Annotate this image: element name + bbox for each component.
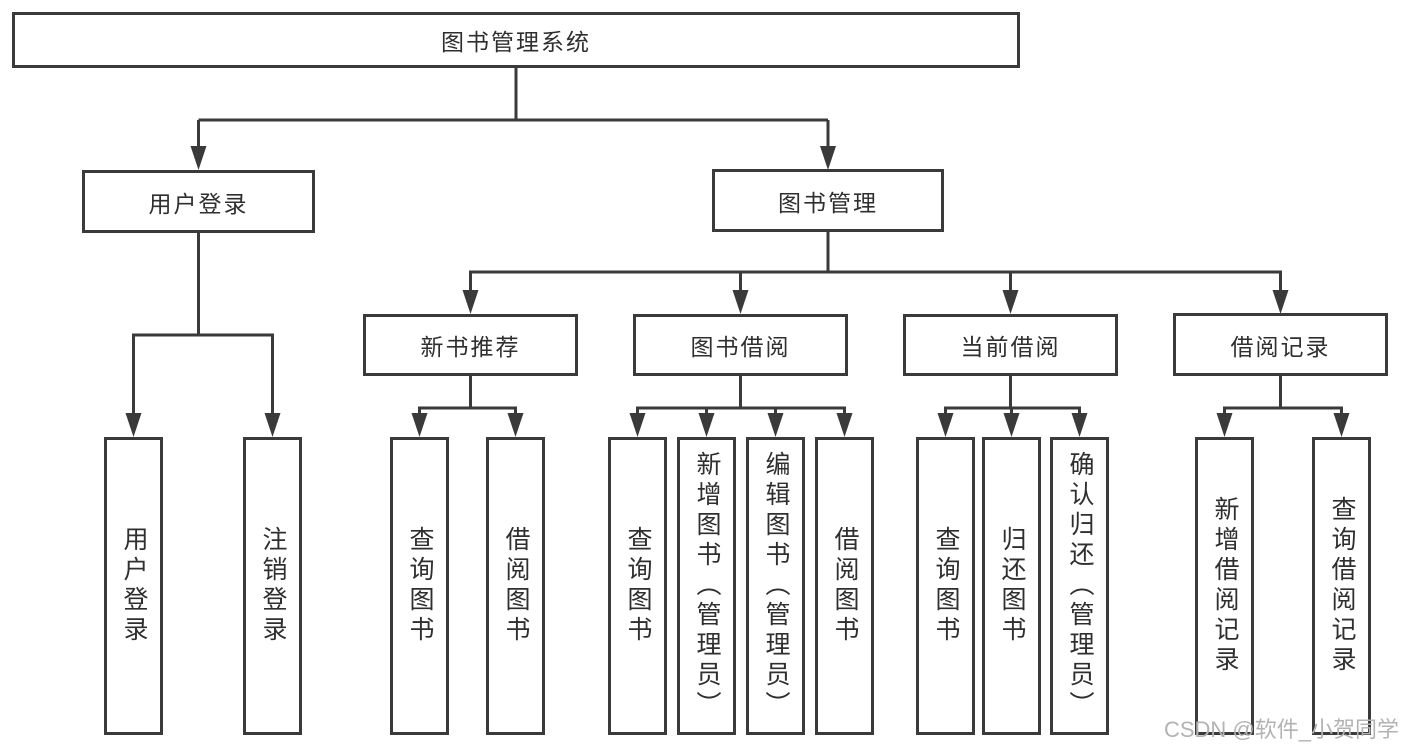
leaf-user-login: 用户登录 [104,437,163,735]
leaf-edit-books-admin: 编辑图书（管理员） [746,437,805,735]
leaf-return-books: 归还图书 [982,437,1041,735]
leaf-logout: 注销登录 [243,437,302,735]
node-user-login: 用户登录 [82,170,315,233]
leaf-confirm-return-admin: 确认归还（管理员） [1050,437,1109,735]
node-book-borrowing: 图书借阅 [633,314,848,376]
leaf-add-borrow-record: 新增借阅记录 [1195,437,1254,735]
leaf-query-books-recommend: 查询图书 [390,437,449,735]
leaf-query-borrow-record: 查询借阅记录 [1312,437,1371,735]
node-new-book-recommend: 新书推荐 [363,314,578,376]
leaf-borrow-books: 借阅图书 [815,437,874,735]
leaf-add-books-admin: 新增图书（管理员） [677,437,736,735]
leaf-query-books-current: 查询图书 [916,437,975,735]
leaf-query-books-borrow: 查询图书 [608,437,667,735]
leaf-borrow-books-recommend: 借阅图书 [486,437,545,735]
node-library-system: 图书管理系统 [12,12,1020,68]
node-borrowing-records: 借阅记录 [1173,313,1388,376]
node-current-borrowing: 当前借阅 [903,314,1118,376]
node-book-management: 图书管理 [712,169,944,232]
